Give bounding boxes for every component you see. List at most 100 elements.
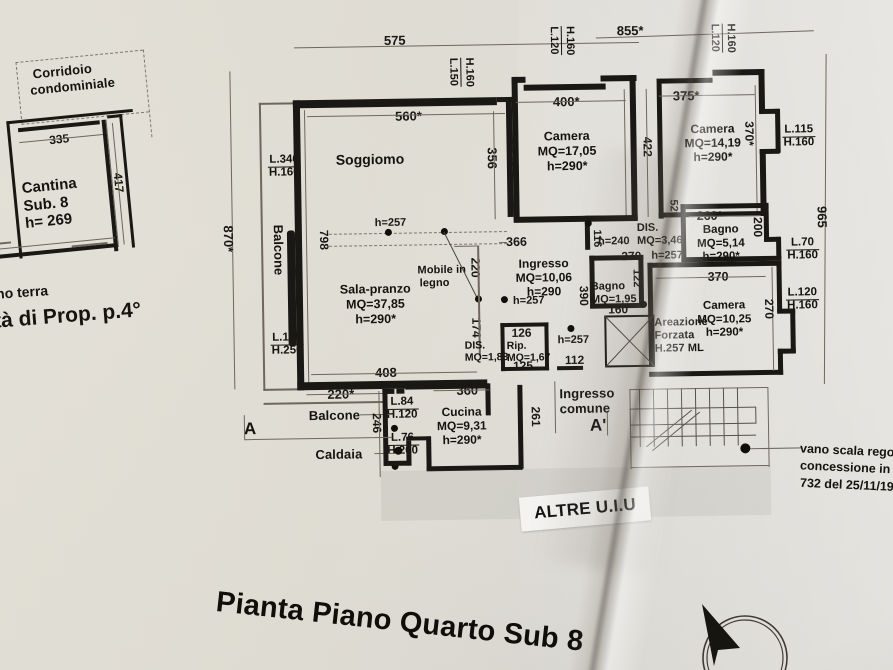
section-line-a [244, 436, 393, 441]
dim-126: 126 [511, 325, 532, 340]
dim-270-right: 270 [762, 298, 777, 320]
door-marker-sala-a [384, 228, 392, 236]
dim-200: 200 [750, 216, 766, 238]
dim-855: 855* [616, 22, 644, 39]
bagno2-name: Bagno [590, 280, 626, 293]
door-marker-dis1 [584, 219, 592, 227]
window-L150-h: H.160 [463, 57, 476, 88]
dim-965: 965 [814, 205, 830, 228]
dim-246-line [378, 391, 381, 478]
wall-bagno2-top [589, 254, 644, 261]
room-label-ingresso: Ingresso MQ=10,06 h=290 [515, 256, 573, 299]
ingresso-area: MQ=10,06 [515, 270, 573, 286]
balcone-left-label: Balcone [270, 224, 287, 276]
caldaia-marker [394, 446, 403, 455]
wall-camera2-right-hair [754, 85, 758, 216]
window-L150-w: L.150 [447, 57, 460, 87]
window-L120top-w: L.120 [547, 26, 561, 55]
wall-camera2-top [712, 68, 765, 76]
sala-area: MQ=37,85 [345, 296, 405, 312]
areazione-label-1: Areazione [654, 315, 708, 329]
camera1-area: MQ=17,05 [537, 143, 597, 159]
wall-cucina-mid [406, 440, 412, 466]
camera3-height: h=290* [705, 326, 744, 340]
window-label-L150: L.150 [447, 58, 459, 86]
wall-rip-left [500, 323, 506, 372]
wall-camera3-right-a [776, 260, 783, 313]
soggiorno-name: Soggiomo [335, 150, 405, 168]
wall-camera2-left [656, 78, 664, 219]
window-L70-h: H.160 [787, 249, 819, 262]
room-label-bagno-1: Bagno MQ=5,14 h=290* [697, 223, 745, 264]
areazione-label-2: Forzata [654, 329, 695, 342]
wall-cucina-right-outer [517, 384, 524, 469]
wall-camera3-right-b [790, 308, 796, 353]
dim-116: 116 [590, 229, 604, 248]
dis1-name: DIS. [636, 221, 659, 234]
window-L120top-h: H.160 [563, 25, 577, 56]
shaft-cross-icon [604, 314, 656, 368]
dim-575: 575 [383, 32, 406, 48]
dim-122: 122 [630, 268, 643, 288]
room-label-cucina: Cucina MQ=9,31 h=290* [437, 404, 487, 447]
wall-camera3-bottom [649, 369, 784, 377]
window-L120top2-h: H.160 [724, 23, 738, 53]
wall-camera1-window-sill [523, 83, 606, 91]
room-label-dis-1: DIS. MQ=3,46 [637, 221, 683, 248]
staircase-icon [629, 387, 757, 452]
room-label-soggiorno: Soggiomo [336, 151, 405, 169]
areazione-label-3: H.257 ML [654, 341, 704, 355]
window-L84-h: H.120 [386, 408, 418, 421]
mobile-legno-leader-line [443, 231, 479, 300]
dim-356: 356 [484, 147, 500, 170]
dim-174: 174 [469, 317, 484, 338]
rip-name: Rip. [506, 339, 527, 353]
dim-870: 870* [220, 225, 237, 253]
window-label-L70: L.70 H.160 [786, 236, 819, 262]
balcone-outer-wall-left [258, 102, 266, 391]
window-label-H160-c: H.160 [721, 23, 738, 53]
dim-125: 125 [512, 358, 534, 373]
balcone-bottom-rail [263, 401, 384, 405]
wall-cucina-top [382, 388, 395, 395]
balcone-outer-wall-top [258, 102, 295, 105]
dim-220-v: 220 [468, 257, 483, 278]
wall-cucina-lower-right [426, 436, 432, 471]
wall-camera1-right-inner [623, 89, 627, 218]
dim-390: 390 [576, 285, 592, 306]
camera2-area: MQ=14,19 [684, 135, 742, 151]
cucina-height: h=290* [442, 432, 482, 448]
ingresso-name: Ingresso [518, 256, 569, 271]
room-label-camera-2: Camera MQ=14,19 h=290* [684, 121, 741, 164]
camera2-name: Camera [690, 121, 735, 137]
wall-camera2-sill [660, 77, 713, 84]
camera1-name: Camera [543, 128, 590, 144]
north-compass-icon: RD [690, 596, 810, 670]
window-label-L115: L.115 H.160 [782, 123, 816, 149]
balcone-bottom-label: Balcone [308, 407, 361, 424]
room-label-camera-1: Camera MQ=17,05 h=290* [537, 128, 597, 174]
ingresso-comune-box [554, 381, 557, 434]
window-L115-h: H.160 [783, 136, 815, 149]
room-label-sala-pranzo: Sala-pranzo MQ=37,85 h=290* [340, 282, 412, 327]
wall-camera3-top [647, 260, 782, 268]
dim-line-top-left [293, 41, 639, 49]
dim-261: 261 [528, 406, 543, 427]
window-label-L120-top2: L.120 [709, 24, 721, 52]
bagno1-area: MQ=5,14 [697, 236, 745, 250]
wall-camera1-bottom [513, 214, 638, 223]
dim-370-star: 370* [742, 121, 757, 147]
wall-ingresso-bottom [557, 365, 584, 371]
dim-375-line [658, 94, 755, 97]
window-L120top2-w: L.120 [708, 23, 722, 52]
bagno1-name: Bagno [702, 223, 739, 236]
caldaia-label: Caldaia [315, 446, 363, 463]
door-marker-bagno2 [640, 300, 648, 308]
door-marker-ingresso-b [567, 324, 575, 333]
dim-h257-ing2: h=257 [557, 333, 590, 347]
window-label-H160-a: H.160 [460, 57, 476, 88]
wall-camera2-right-upper [758, 68, 766, 114]
window-marker-bottom-1 [390, 424, 399, 432]
